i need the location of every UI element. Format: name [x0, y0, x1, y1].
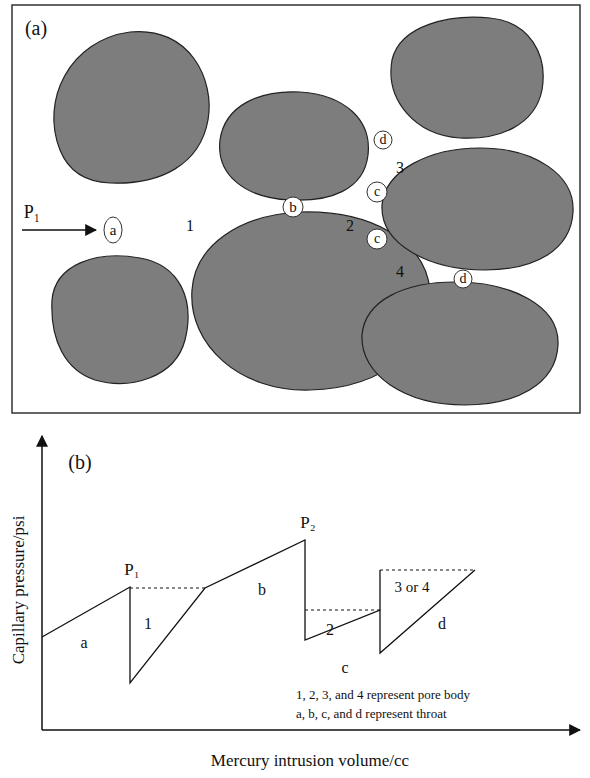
- throat-label: d: [460, 272, 467, 286]
- throat-label: a: [110, 223, 117, 238]
- pore-label: 2: [346, 218, 354, 234]
- throat-label: d: [438, 616, 446, 632]
- pore-label: 3: [396, 160, 404, 176]
- chart-axes: [42, 436, 580, 730]
- dashed-guides: [130, 570, 475, 610]
- throat-label: b: [289, 200, 297, 215]
- throat-label: a: [80, 635, 87, 651]
- throat-label: c: [374, 232, 380, 246]
- throats: [104, 131, 472, 288]
- throat-label: c: [341, 660, 348, 676]
- pressure-arrow: [22, 229, 96, 231]
- pressure-label: P₂: [300, 514, 315, 531]
- pore-label: 3 or 4: [395, 580, 430, 595]
- throat-label: b: [258, 582, 266, 598]
- throat-label: c: [374, 185, 380, 199]
- axis-title: Capillary pressure/psi: [10, 516, 27, 665]
- panel-label: (b): [68, 452, 91, 472]
- throat-label: d: [380, 133, 387, 147]
- pore-label: 4: [396, 264, 404, 280]
- pore-label: 2: [326, 622, 334, 638]
- legend-note: a, b, c, and d represent throat: [296, 707, 447, 720]
- grains: [52, 17, 573, 405]
- pore-label: 1: [144, 616, 152, 632]
- panel-label: (a): [25, 18, 47, 38]
- pressure-label: P₁: [124, 561, 139, 578]
- pressure-curve: [42, 540, 475, 683]
- axis-title: Mercury intrusion volume/cc: [211, 752, 409, 769]
- legend-note: 1, 2, 3, and 4 represent pore body: [296, 688, 470, 701]
- pore-label: 1: [186, 218, 194, 234]
- panel-frame: [12, 5, 580, 413]
- pressure-label: P₁: [24, 203, 40, 221]
